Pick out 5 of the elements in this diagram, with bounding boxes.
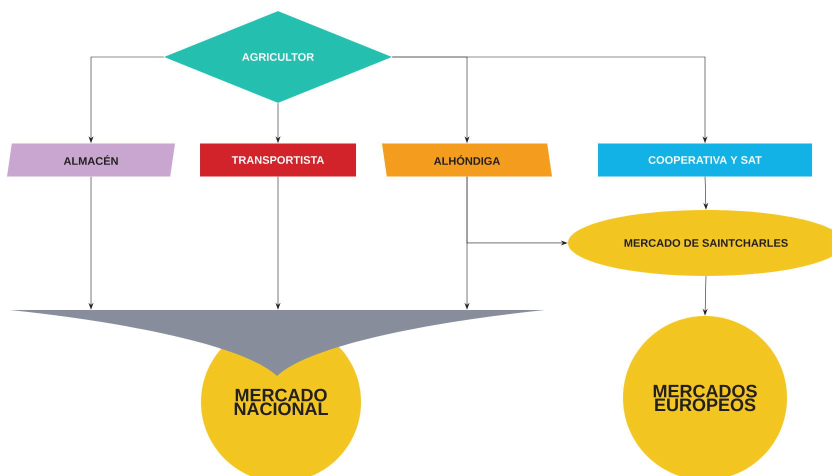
process-box: TRANSPORTISTA [200, 144, 356, 176]
process-box: COOPERATIVA Y SAT [598, 144, 812, 176]
input-parallelogram: ALHÓNDIGA [382, 144, 552, 176]
input-parallelogram: ALMACÉN [7, 144, 175, 176]
funnel-shape [10, 310, 545, 376]
